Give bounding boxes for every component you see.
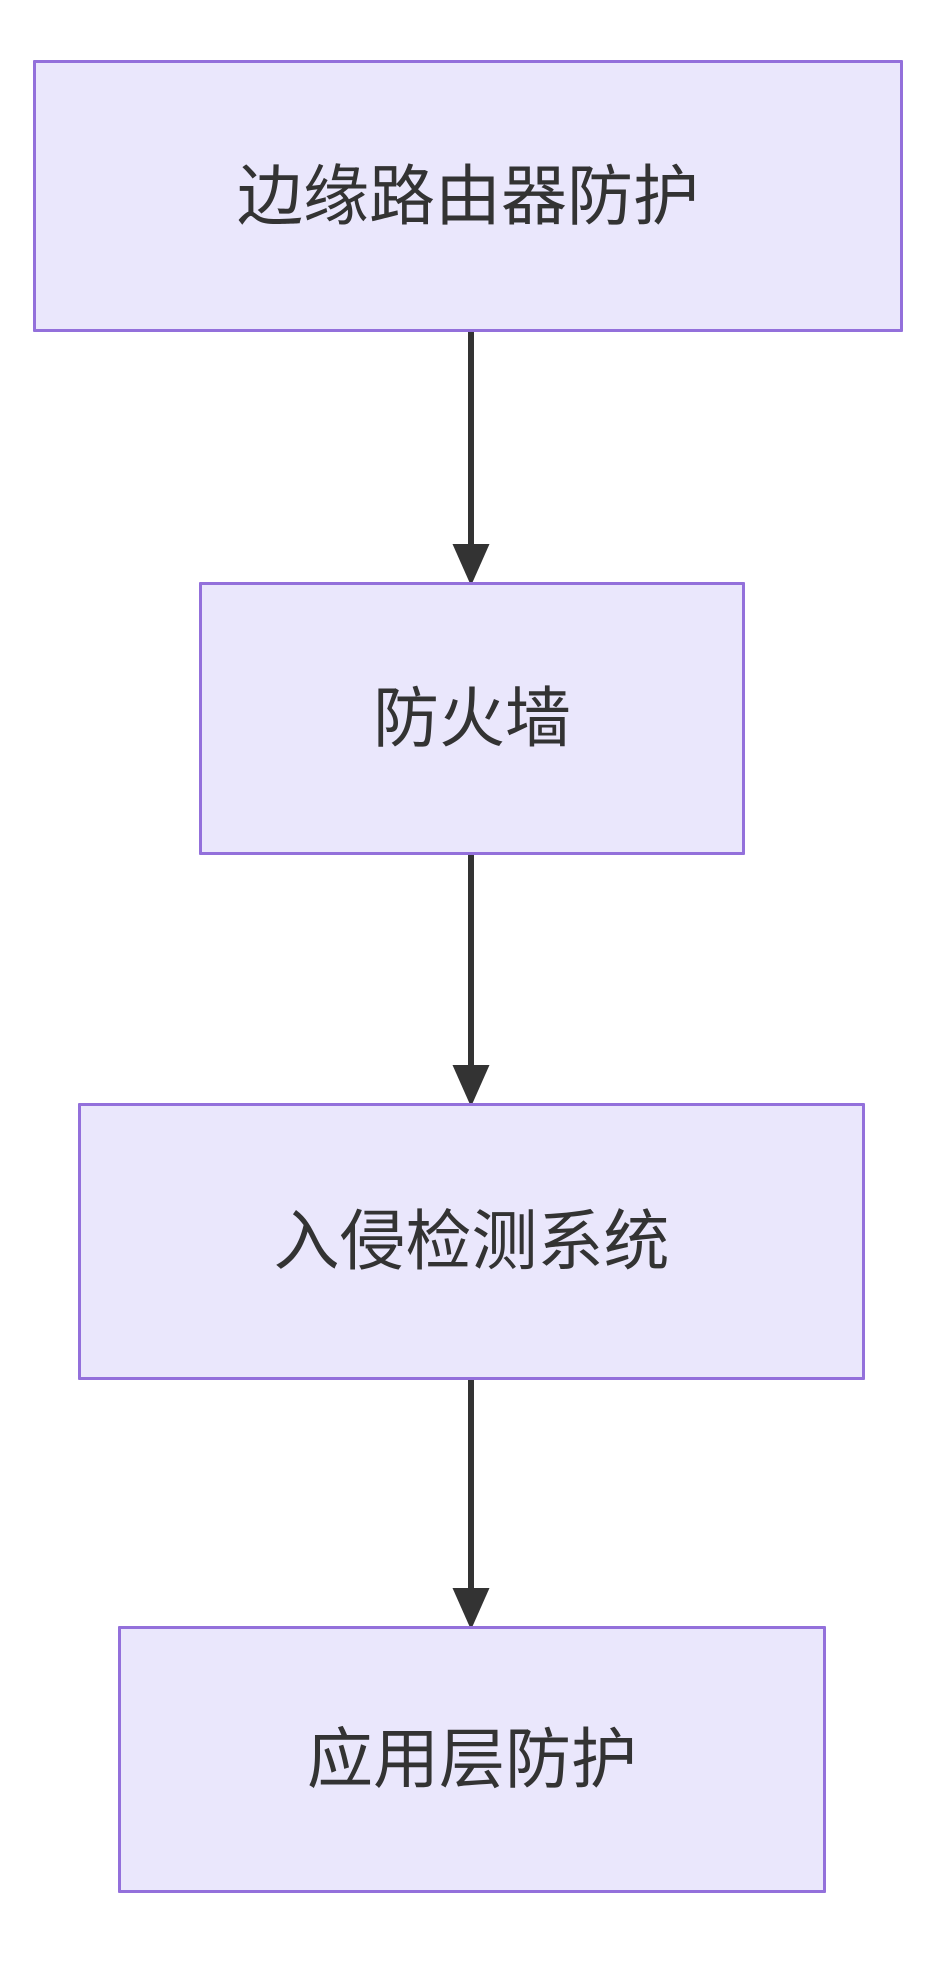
node-firewall[interactable]: 防火墙 (199, 582, 745, 855)
node-edge-router-label: 边缘路由器防护 (237, 158, 699, 233)
node-application-layer-protection-label: 应用层防护 (307, 1722, 637, 1797)
node-intrusion-detection-system[interactable]: 入侵检测系统 (78, 1103, 865, 1380)
node-firewall-label: 防火墙 (373, 681, 571, 756)
node-edge-router[interactable]: 边缘路由器防护 (33, 60, 903, 332)
node-intrusion-detection-system-label: 入侵检测系统 (273, 1204, 670, 1279)
node-application-layer-protection[interactable]: 应用层防护 (118, 1626, 826, 1893)
